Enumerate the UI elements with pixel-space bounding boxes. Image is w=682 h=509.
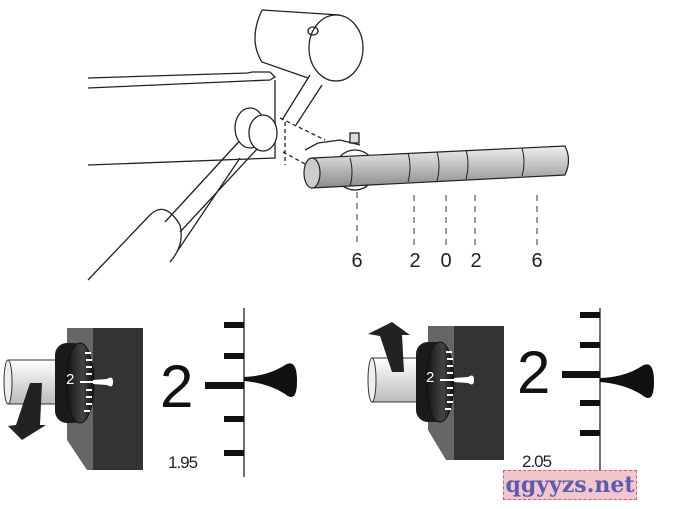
bar-bottom: [87, 80, 276, 166]
right-reading: 2.05: [522, 452, 552, 471]
right-micrometer: [367, 308, 654, 470]
rotate-up-arrow: [368, 322, 410, 372]
bar-top: [87, 71, 277, 89]
shaft-label: 2: [470, 250, 482, 272]
left-reading: 1.95: [168, 453, 198, 472]
left-micrometer: [3, 308, 297, 477]
watermark: qgyyzs.net: [503, 470, 637, 500]
shaft-label: 2: [409, 250, 421, 272]
rotate-down-arrow: [8, 383, 46, 440]
right-dial-number: 2: [426, 369, 435, 386]
lower-arm: [87, 157, 241, 281]
left-dial-number: 2: [66, 371, 75, 388]
shaft: [311, 145, 570, 189]
shaft-label: 6: [531, 250, 543, 272]
measurement-lines: [356, 192, 538, 245]
shaft-label: 0: [440, 250, 452, 272]
shaft-label: 6: [351, 250, 363, 272]
arm-sleeve: [149, 208, 182, 263]
setup-illustration: [87, 9, 376, 281]
upper-clamp: [254, 9, 341, 79]
right-scale-number: 2: [517, 339, 551, 406]
left-scale-number: 2: [160, 353, 194, 420]
